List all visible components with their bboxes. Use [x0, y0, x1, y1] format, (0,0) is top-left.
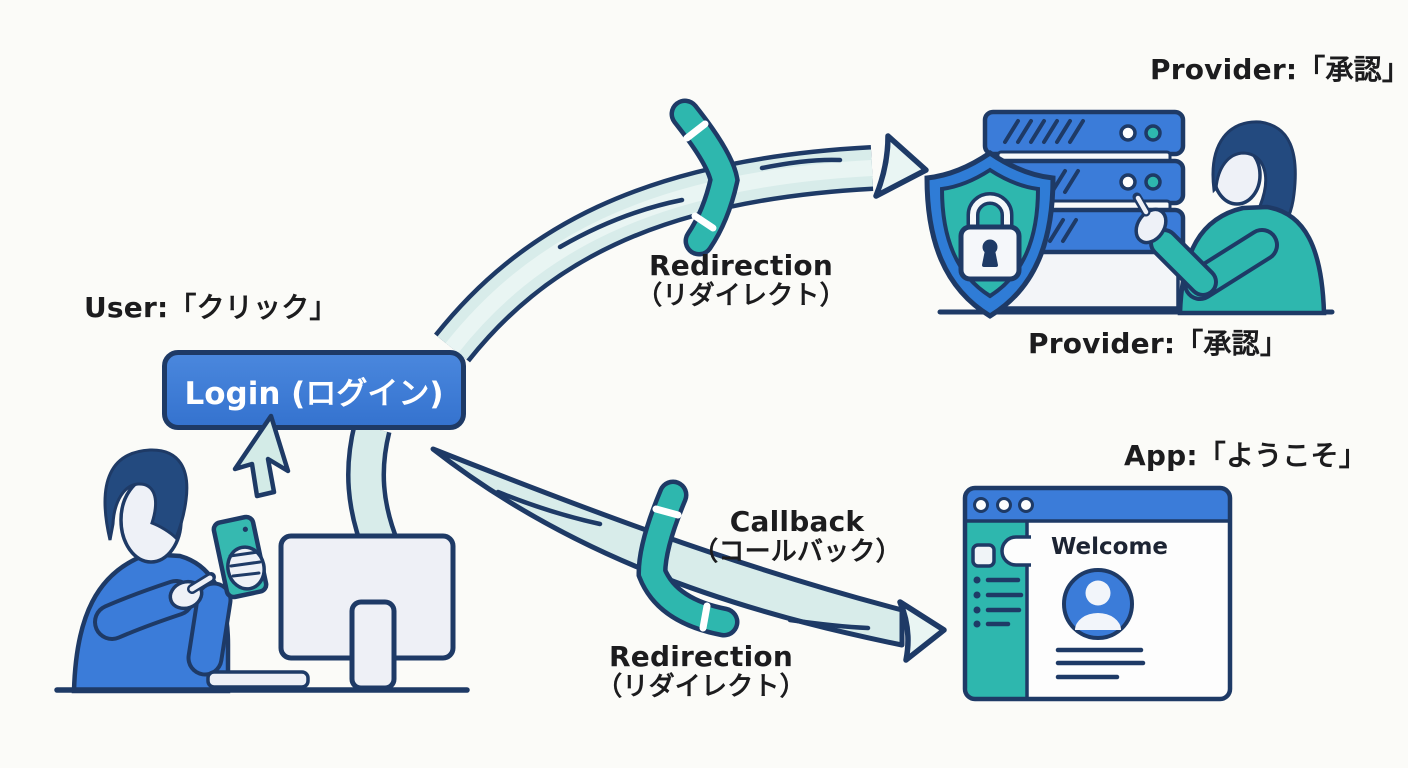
callback-label: Callback （コールバック） — [692, 505, 902, 568]
redirection-top-label: Redirection （リダイレクト） — [636, 249, 846, 312]
holding-hand — [226, 545, 266, 591]
boomerang-icon — [669, 98, 740, 257]
redirection-bottom-ja: （リダイレクト） — [596, 672, 806, 703]
provider-hand — [1134, 207, 1168, 245]
speed-line — [759, 157, 843, 171]
monitor-stand — [349, 599, 397, 691]
lock-icon — [958, 192, 1022, 282]
arrowhead — [873, 133, 929, 199]
user-hair — [103, 448, 189, 541]
speed-line — [557, 197, 685, 250]
window-dots-icon — [973, 497, 1034, 513]
keyboard-icon — [206, 670, 310, 689]
server-led — [1119, 173, 1137, 191]
speed-line — [787, 617, 871, 631]
app-window-title: Welcome — [1051, 534, 1169, 560]
avatar-icon — [1062, 568, 1134, 640]
server-led — [1144, 173, 1162, 191]
server-hatches — [1003, 119, 1085, 243]
provider-figure — [1132, 120, 1327, 316]
browser-window-icon — [962, 485, 1233, 702]
workstation — [54, 533, 470, 693]
user-figure — [71, 448, 269, 694]
provider-caption-top: Provider:「承認」 — [1150, 53, 1408, 86]
server-led — [1144, 124, 1162, 142]
flow-arrow-redirection-top — [434, 133, 929, 363]
user-caption: User:「クリック」 — [84, 291, 338, 324]
flow-band-down — [346, 423, 401, 558]
redirection-top-en: Redirection — [649, 249, 833, 282]
cursor-icon — [232, 413, 291, 499]
shield-icon — [924, 149, 1056, 319]
arrowhead — [897, 599, 947, 663]
redirection-bottom-en: Redirection — [609, 640, 793, 673]
provider-caption-bottom: Provider:「承認」 — [1027, 327, 1289, 360]
app-titlebar — [965, 488, 1230, 521]
speed-line — [495, 489, 603, 527]
sidebar-tab — [1000, 535, 1031, 567]
boomerang-icon — [636, 479, 740, 638]
redirection-top-ja: （リダイレクト） — [636, 281, 846, 312]
sidebar-square-icon — [971, 543, 996, 568]
redirection-bottom-label: Redirection （リダイレクト） — [596, 640, 806, 703]
login-button[interactable]: Login (ログイン) — [162, 350, 466, 430]
sidebar-menu-rows — [973, 576, 1024, 628]
content-text-lines — [1055, 647, 1146, 680]
app-window-border — [962, 485, 1233, 702]
app-caption: App:「ようこそ」 — [1124, 439, 1367, 472]
callback-ja: （コールバック） — [692, 537, 902, 568]
server-led — [1119, 124, 1137, 142]
callback-en: Callback — [729, 505, 865, 538]
